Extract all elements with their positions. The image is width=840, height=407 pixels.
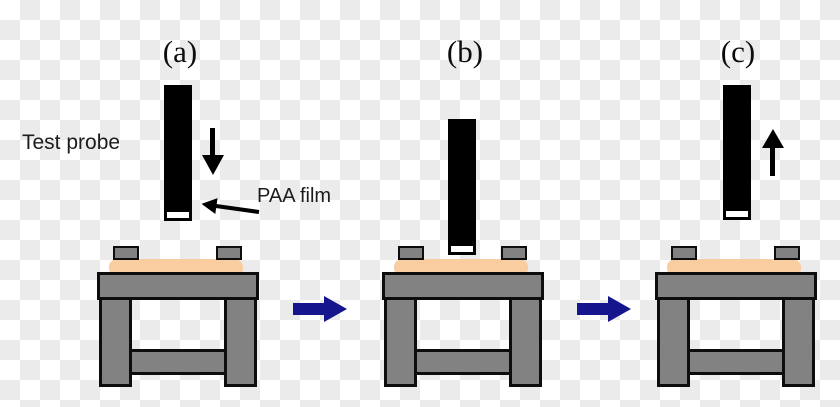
test-probe-c <box>723 85 751 220</box>
paa-film-c <box>667 259 801 276</box>
test-probe-b <box>448 119 476 255</box>
stage-top-a <box>97 272 259 300</box>
panel-a-label: (a) <box>162 34 198 69</box>
stage-leg-right-c <box>782 297 815 387</box>
test-probe-a <box>164 85 192 221</box>
probe-tip-c <box>726 211 748 217</box>
stage-top-c <box>655 272 817 300</box>
probe-tip-a <box>167 212 189 218</box>
probe-tip-b <box>451 246 473 252</box>
stage-leg-left-c <box>657 297 690 387</box>
panel-b: (b) <box>375 0 565 407</box>
panel-b-label: (b) <box>446 34 484 69</box>
stage-leg-left-a <box>99 297 132 387</box>
clamp-right-b <box>501 246 527 260</box>
stage-top-b <box>382 272 544 300</box>
panel-a: (a) <box>90 0 280 407</box>
clamp-left-c <box>671 246 697 260</box>
paa-film-label: PAA film <box>257 185 332 207</box>
panel-c: (c) <box>648 0 838 407</box>
clamp-left-a <box>113 246 139 260</box>
stage-crossbar-b <box>414 349 512 375</box>
clamp-right-c <box>774 246 800 260</box>
stage-leg-left-b <box>384 297 417 387</box>
stage-leg-right-a <box>224 297 257 387</box>
stage-leg-right-b <box>509 297 542 387</box>
paa-film-b <box>394 259 528 276</box>
step-arrow-icon-2 <box>577 296 631 322</box>
test-probe-label: Test probe <box>22 131 121 154</box>
step-arrow-icon-1 <box>293 296 347 322</box>
clamp-left-b <box>398 246 424 260</box>
paa-film-a <box>109 259 243 276</box>
up-arrow-icon <box>762 129 784 176</box>
clamp-right-a <box>216 246 242 260</box>
down-arrow-icon <box>202 128 224 176</box>
stage-crossbar-a <box>129 349 227 375</box>
panel-c-label: (c) <box>720 34 756 69</box>
stage-crossbar-c <box>687 349 785 375</box>
